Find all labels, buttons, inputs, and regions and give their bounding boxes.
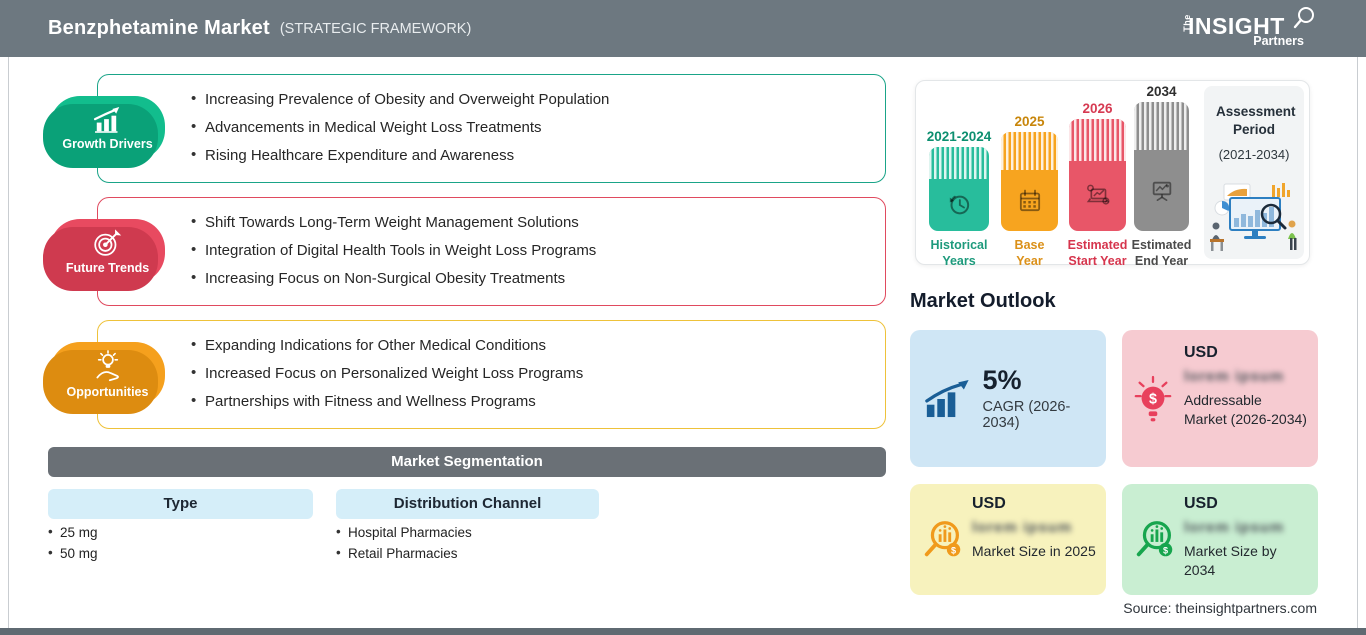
content-frame (8, 57, 1358, 628)
list-item: 50 mg (48, 546, 98, 561)
market-segmentation-header: Market Segmentation (48, 447, 886, 477)
bar-body (929, 179, 989, 231)
bar-year-label: 2021-2024 (926, 129, 992, 144)
bar-stripe (1001, 132, 1058, 170)
projection-board-icon (1152, 181, 1171, 201)
historical-years-bar (929, 147, 989, 231)
page-subtitle: (STRATEGIC FRAMEWORK) (279, 20, 472, 37)
cagr-caption: CAGR (2026-2034) (982, 398, 1071, 431)
masked-value: lorem ipsum (972, 519, 1073, 536)
currency-label: USD (1184, 495, 1218, 512)
svg-text:$: $ (951, 545, 956, 555)
list-item: Expanding Indications for Other Medical … (191, 337, 875, 353)
market-size-2025-card: $ USD lorem ipsum Market Size in 2025 (910, 484, 1106, 595)
bar-stripe (1134, 102, 1189, 150)
market-outlook-title: Market Outlook (910, 290, 1056, 312)
target-icon (93, 228, 121, 256)
estimated-end-year-bar (1134, 102, 1189, 231)
list-item: Rising Healthcare Expenditure and Awaren… (191, 147, 875, 163)
magnifier-chart-icon: $ (1136, 520, 1173, 556)
list-item: Increasing Prevalence of Obesity and Ove… (191, 91, 875, 107)
section-pill-label: Growth Drivers (62, 136, 153, 151)
estimated-start-year-bar (1069, 119, 1126, 231)
list-item: 25 mg (48, 525, 98, 540)
growth-chart-icon (93, 106, 119, 133)
market-size-2034-card: $ USD lorem ipsum Market Size by 2034 (1122, 484, 1318, 595)
bar-year-label: 2025 (1014, 114, 1045, 129)
opportunities-pill: Opportunities (50, 342, 165, 406)
magnifier-chart-icon: $ (924, 520, 961, 556)
segment-column-distribution: Distribution Channel (336, 489, 599, 519)
insight-partners-logo: The INSIGHT Partners (1180, 7, 1314, 49)
bar-growth-icon (925, 379, 969, 417)
card-text: USD lorem ipsum Addressable Market (2026… (1184, 344, 1308, 429)
history-clock-icon (949, 195, 970, 215)
assessment-period-title: Assessment Period (1216, 104, 1296, 137)
growth-drivers-pill: Growth Drivers (50, 96, 165, 160)
header-bar: Benzphetamine Market (STRATEGIC FRAMEWOR… (0, 0, 1366, 57)
svg-text:$: $ (1163, 545, 1168, 555)
bar-year-label: 2026 (1082, 101, 1113, 116)
logo-insight-text: INSIGHT (1188, 13, 1285, 39)
list-item: Integration of Digital Health Tools in W… (191, 242, 875, 258)
magnifier-icon (1293, 7, 1314, 29)
bulb-dollar-icon: $ (1134, 375, 1172, 421)
page-title: Benzphetamine Market (48, 17, 270, 39)
list-item: Advancements in Medical Weight Loss Trea… (191, 119, 875, 135)
bar-body (1134, 150, 1189, 231)
masked-value: lorem ipsum (1184, 519, 1285, 536)
assessment-period-range: (2021-2034) (1218, 147, 1290, 163)
growth-drivers-list: Increasing Prevalence of Obesity and Ove… (98, 75, 885, 163)
list-item: Hospital Pharmacies (336, 525, 472, 540)
future-trends-list: Shift Towards Long-Term Weight Managemen… (98, 198, 885, 286)
cagr-value: 5% (982, 365, 1022, 396)
bar-stripe (1069, 119, 1126, 161)
opportunities-box: Expanding Indications for Other Medical … (97, 320, 886, 429)
cagr-text: 5% CAGR (2026-2034) (982, 365, 1106, 431)
growth-drivers-box: Increasing Prevalence of Obesity and Ove… (97, 74, 886, 183)
bar-year-label: 2034 (1146, 84, 1177, 99)
card-text: USD lorem ipsum Market Size in 2025 (972, 495, 1096, 561)
bar-body (1001, 170, 1058, 231)
distribution-items-list: Hospital Pharmacies Retail Pharmacies (336, 525, 472, 568)
section-pill-label: Future Trends (65, 260, 150, 275)
masked-value: lorem ipsum (1184, 368, 1285, 385)
calendar-icon (1019, 189, 1040, 211)
card-caption: Market Size by 2034 (1184, 543, 1277, 578)
bottom-divider-bar (0, 628, 1366, 635)
future-trends-box: Shift Towards Long-Term Weight Managemen… (97, 197, 886, 306)
future-trends-pill: Future Trends (50, 219, 165, 283)
bar-body (1069, 161, 1126, 231)
card-caption: Addressable Market (2026-2034) (1184, 392, 1307, 427)
assessment-timeline-panel: 2021-2024 2025 2026 2034 (915, 80, 1310, 268)
logo-partners-text: Partners (1253, 34, 1304, 48)
assessment-period-panel: Assessment Period (2021-2034) (1204, 86, 1304, 259)
base-year-bar (1001, 132, 1058, 231)
bar-stripe (929, 147, 989, 179)
card-caption: Market Size in 2025 (972, 543, 1096, 559)
currency-label: USD (1184, 344, 1218, 361)
section-pill-label: Opportunities (66, 384, 149, 399)
list-item: Partnerships with Fitness and Wellness P… (191, 393, 875, 409)
addressable-market-card: $ USD lorem ipsum Addressable Market (20… (1122, 330, 1318, 467)
idea-hand-icon (95, 349, 119, 381)
forecast-chart-icon (1086, 184, 1110, 205)
list-item: Shift Towards Long-Term Weight Managemen… (191, 214, 875, 230)
segment-column-type: Type (48, 489, 313, 519)
type-items-list: 25 mg 50 mg (48, 525, 98, 568)
cagr-card: 5% CAGR (2026-2034) (910, 330, 1106, 467)
svg-text:$: $ (1149, 391, 1157, 407)
card-text: USD lorem ipsum Market Size by 2034 (1184, 495, 1308, 580)
list-item: Retail Pharmacies (336, 546, 472, 561)
list-item: Increasing Focus on Non-Surgical Obesity… (191, 270, 875, 286)
opportunities-list: Expanding Indications for Other Medical … (98, 321, 885, 409)
currency-label: USD (972, 495, 1006, 512)
analytics-illustration (1210, 183, 1297, 251)
source-attribution: Source: theinsightpartners.com (1123, 600, 1317, 616)
list-item: Increased Focus on Personalized Weight L… (191, 365, 875, 381)
